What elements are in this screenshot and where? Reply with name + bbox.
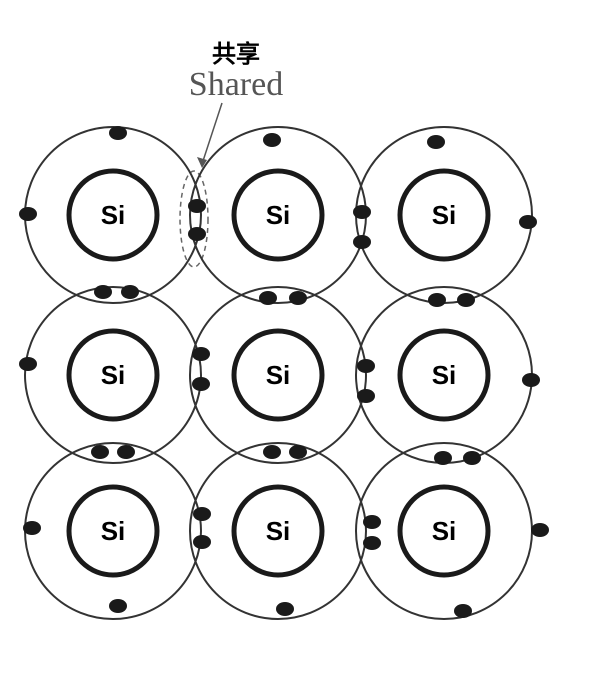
valence-electron bbox=[519, 215, 537, 229]
valence-electron bbox=[428, 293, 446, 307]
silicon-symbol: Si bbox=[266, 516, 291, 546]
shared-label-chinese: 共享 bbox=[212, 40, 260, 68]
valence-electron bbox=[94, 285, 112, 299]
valence-electron bbox=[531, 523, 549, 537]
valence-electron bbox=[289, 445, 307, 459]
valence-electron bbox=[289, 291, 307, 305]
valence-electron bbox=[463, 451, 481, 465]
silicon-symbol: Si bbox=[266, 200, 291, 230]
silicon-symbol: Si bbox=[101, 200, 126, 230]
valence-electron bbox=[363, 536, 381, 550]
silicon-symbol: Si bbox=[266, 360, 291, 390]
valence-electron bbox=[109, 599, 127, 613]
valence-electron bbox=[109, 126, 127, 140]
valence-electron bbox=[457, 293, 475, 307]
valence-electron bbox=[276, 602, 294, 616]
valence-electron bbox=[259, 291, 277, 305]
valence-electron bbox=[454, 604, 472, 618]
valence-electron bbox=[353, 205, 371, 219]
valence-electron bbox=[188, 227, 206, 241]
valence-electron bbox=[427, 135, 445, 149]
silicon-symbol: Si bbox=[432, 200, 457, 230]
valence-electron bbox=[23, 521, 41, 535]
valence-electron bbox=[193, 535, 211, 549]
valence-electron bbox=[188, 199, 206, 213]
valence-electron bbox=[121, 285, 139, 299]
valence-electron bbox=[363, 515, 381, 529]
valence-electron bbox=[19, 357, 37, 371]
silicon-symbol: Si bbox=[101, 360, 126, 390]
shared-label-english: Shared bbox=[189, 66, 283, 103]
valence-electron bbox=[357, 389, 375, 403]
valence-electron bbox=[263, 133, 281, 147]
valence-electron bbox=[192, 347, 210, 361]
valence-electron bbox=[193, 507, 211, 521]
shared-electron-pair-outline bbox=[180, 171, 208, 267]
valence-electron bbox=[91, 445, 109, 459]
valence-electron bbox=[353, 235, 371, 249]
silicon-symbol: Si bbox=[432, 360, 457, 390]
valence-electron bbox=[434, 451, 452, 465]
valence-electron bbox=[357, 359, 375, 373]
silicon-symbol: Si bbox=[101, 516, 126, 546]
silicon-symbol: Si bbox=[432, 516, 457, 546]
valence-electron bbox=[117, 445, 135, 459]
valence-electron bbox=[522, 373, 540, 387]
valence-electron bbox=[19, 207, 37, 221]
shared-pointer-line bbox=[202, 103, 222, 164]
valence-electron bbox=[263, 445, 281, 459]
valence-electron bbox=[192, 377, 210, 391]
